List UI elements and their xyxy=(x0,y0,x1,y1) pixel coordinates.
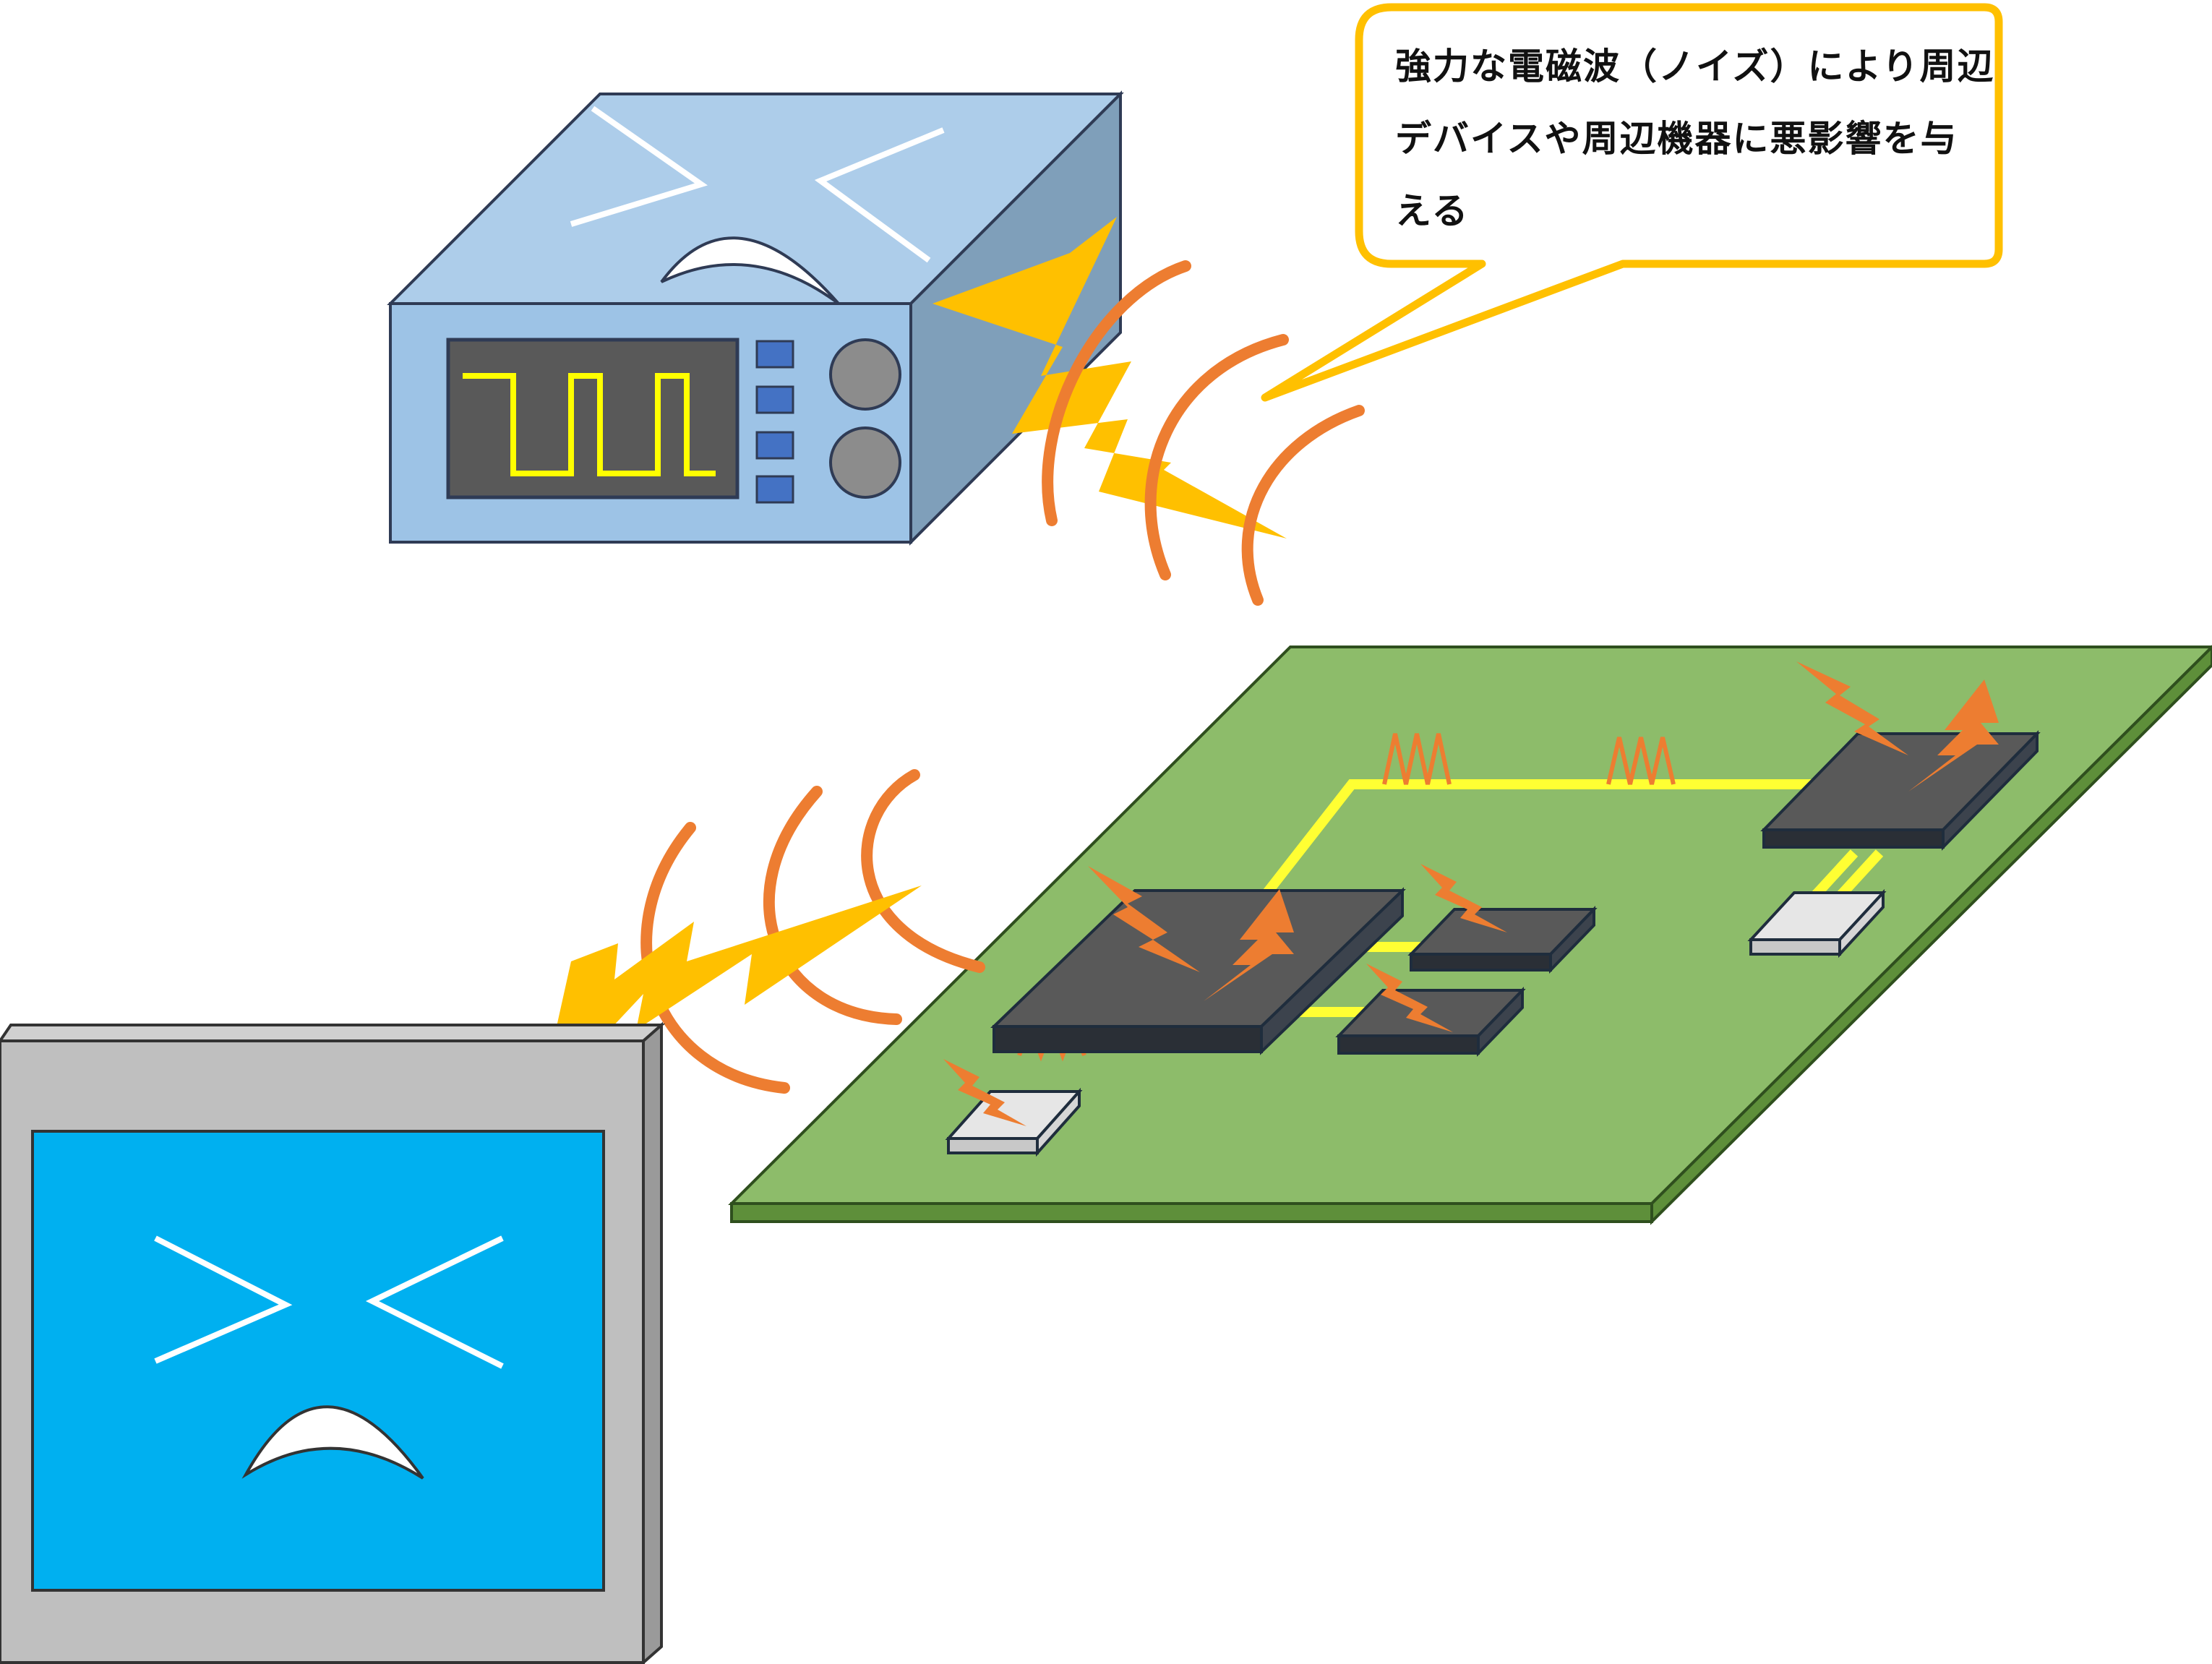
device-wave-1 xyxy=(1042,260,1191,526)
chip-bolt-3 xyxy=(1420,864,1507,932)
electromagnetic-wave-icon xyxy=(1042,260,1365,606)
ic-large-side xyxy=(1260,887,1404,1055)
device-eye-right-icon xyxy=(814,127,945,263)
monitor-frown-icon xyxy=(241,1405,424,1480)
ic-large-front xyxy=(993,1025,1263,1053)
chip-noise-bolts xyxy=(943,661,1999,1126)
ic-medium-1-side xyxy=(1549,906,1595,974)
chip-bolt-5 xyxy=(943,1059,1026,1126)
ic-right-side xyxy=(1942,730,2039,851)
board-wave-1 xyxy=(861,769,985,973)
passive-right-side xyxy=(1838,888,1885,958)
chip-bolt-1 xyxy=(1088,866,1200,972)
device-knob-2 xyxy=(829,426,901,499)
device-button-4 xyxy=(755,475,794,504)
trace-right-2 xyxy=(1835,849,1884,900)
pcb-front-edge xyxy=(730,1202,1653,1223)
circuit-board-icon xyxy=(728,645,2212,1225)
noise-source-device-icon xyxy=(387,90,1124,546)
resistor-1 xyxy=(1382,733,1452,785)
resistor-2 xyxy=(1606,737,1676,785)
trace-main xyxy=(1257,779,1822,904)
device-knob-1 xyxy=(829,338,901,411)
device-eye-left-icon xyxy=(570,106,708,227)
ic-medium-2-front xyxy=(1337,1034,1480,1055)
device-button-3 xyxy=(755,431,794,460)
trace-right-1 xyxy=(1810,849,1859,900)
callout-bubble xyxy=(1261,3,2003,402)
chip-bolt-4 xyxy=(1366,964,1453,1032)
lightning-bolt-2-icon xyxy=(535,885,922,1110)
device-wave-2 xyxy=(1144,334,1289,580)
device-frown-icon xyxy=(660,236,840,305)
monitor-eye-right-icon xyxy=(365,1235,504,1369)
passive-right-front xyxy=(1749,938,1841,956)
pcb-side-edge xyxy=(1650,645,2212,1225)
passive-left-side xyxy=(1036,1087,1081,1157)
monitor-face-icon xyxy=(154,1235,504,1369)
monitor-side-edge xyxy=(642,1021,663,1664)
chip-bolt-6 xyxy=(1796,661,1908,755)
chip-bolt-7 xyxy=(1908,679,1999,792)
device-button-2 xyxy=(755,385,794,414)
passive-left-front xyxy=(947,1137,1039,1154)
lightning-bolt-icon xyxy=(933,217,1287,539)
device-waveform-icon xyxy=(463,373,716,476)
monitor-eye-left-icon xyxy=(154,1235,293,1364)
monitor-screen xyxy=(31,1130,605,1592)
distressed-monitor-icon xyxy=(0,1021,666,1664)
monitor-top-edge xyxy=(0,1024,666,1042)
ic-medium-1-front xyxy=(1410,953,1552,972)
device-button-1 xyxy=(755,340,794,369)
ic-right-front xyxy=(1762,828,1945,849)
callout-text: 強力な電磁波（ノイズ）により周辺デバイスや周辺機器に悪影響を与える xyxy=(1395,46,1995,232)
device-face-icon xyxy=(570,106,945,263)
chip-bolt-2 xyxy=(1204,889,1294,1001)
ic-medium-2-side xyxy=(1477,987,1524,1057)
device-wave-3 xyxy=(1241,405,1365,606)
